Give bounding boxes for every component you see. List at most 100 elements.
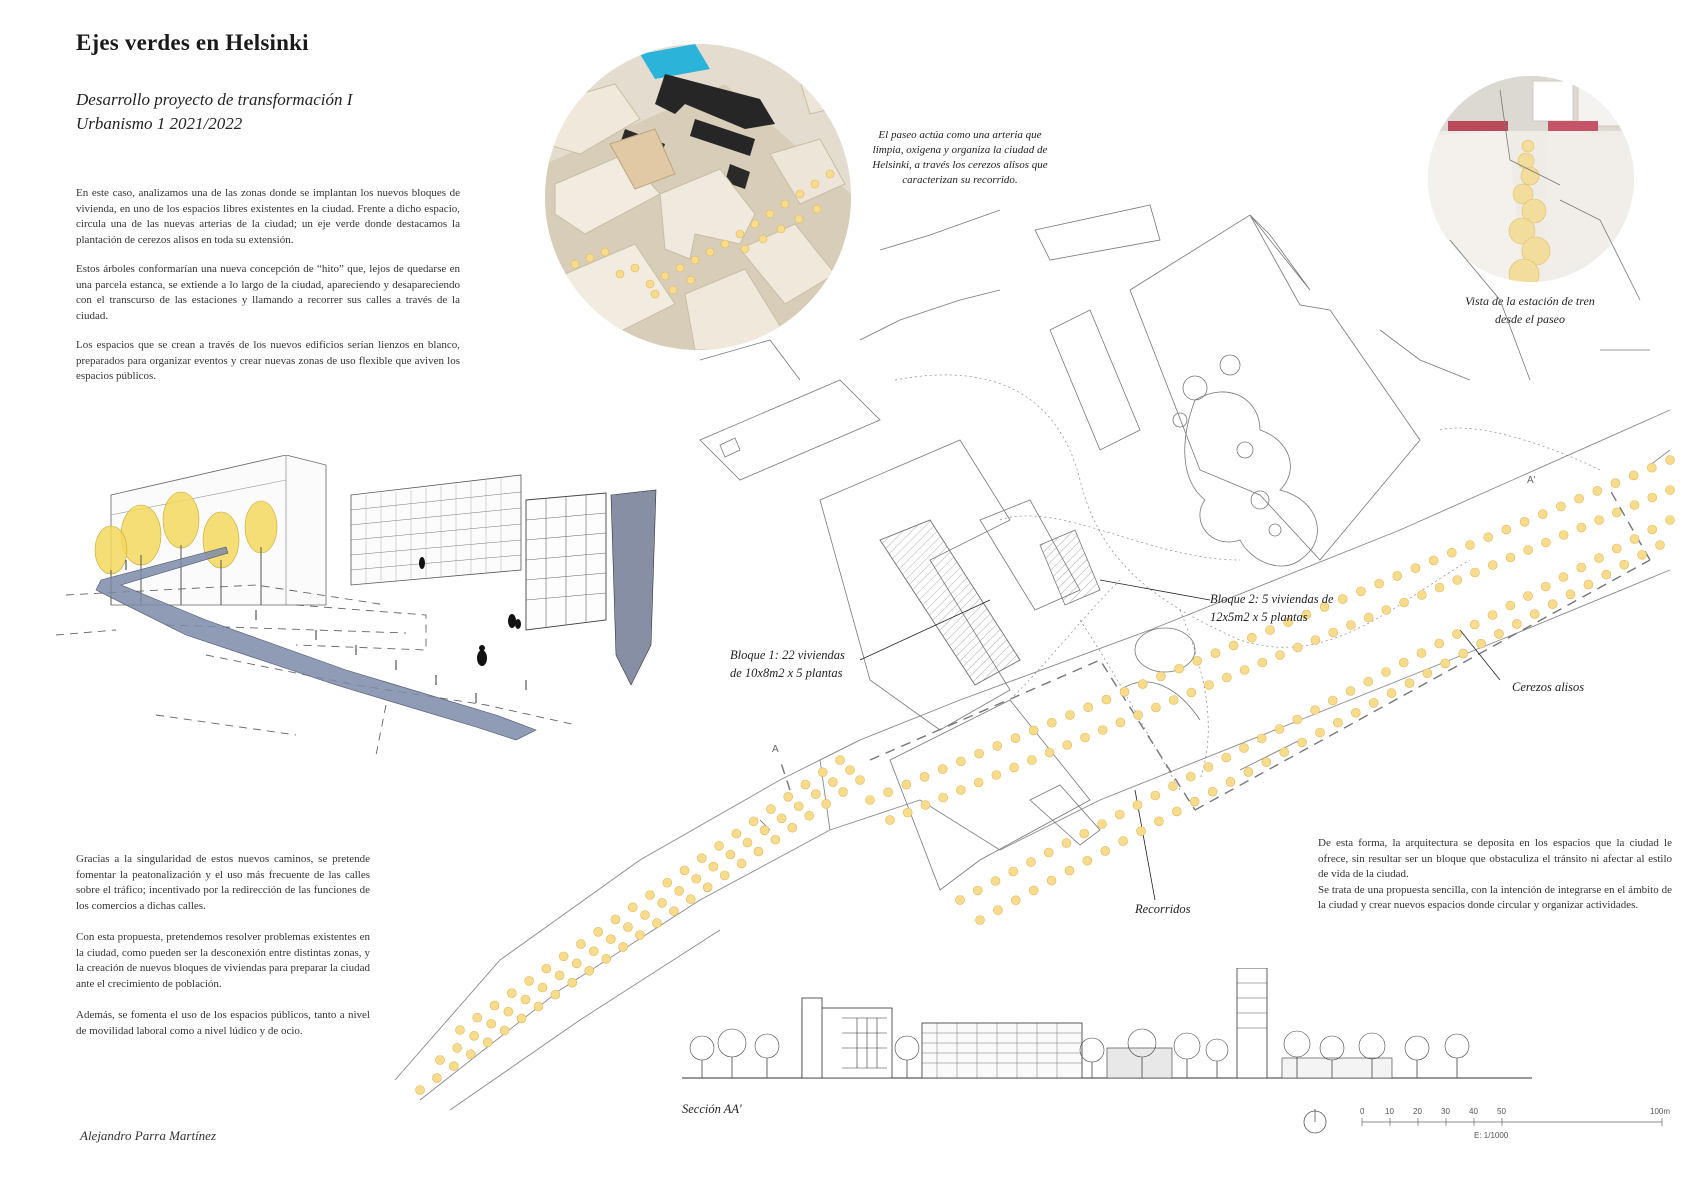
cherry-tree	[1047, 717, 1057, 728]
cherry-tree	[489, 1000, 500, 1011]
cherry-tree	[731, 828, 742, 839]
cherry-tree	[472, 1012, 483, 1023]
cherry-tree	[1100, 846, 1111, 856]
cherry-tree	[1301, 609, 1312, 620]
cherry-tree	[1592, 486, 1603, 496]
cherry-tree	[1594, 515, 1604, 525]
cherry-tree	[1665, 455, 1675, 465]
site-plan-drawing	[394, 89, 1675, 1111]
cherry-tree	[1114, 809, 1125, 820]
promenade-quote: El paseo actúa como una arteria que limp…	[872, 129, 1048, 186]
cherry-tree	[1512, 619, 1522, 629]
cherry-tree	[1458, 648, 1468, 659]
cherry-tree	[524, 976, 534, 986]
cherry-tree	[1558, 572, 1569, 582]
station-caption-line-2: desde el paseo	[1495, 312, 1565, 326]
cherry-tree	[618, 942, 628, 952]
cherry-tree	[1452, 575, 1463, 585]
cherry-tree	[486, 1018, 497, 1029]
cherry-tree	[1210, 648, 1221, 658]
cherry-tree	[635, 930, 645, 940]
cherry-tree	[1279, 747, 1290, 758]
cherry-tree	[828, 777, 838, 787]
cherry-tree	[955, 895, 965, 905]
cherry-tree	[937, 764, 948, 774]
cherry-tree	[685, 894, 696, 905]
cherry-tree	[1601, 569, 1612, 580]
cherry-tree	[1529, 609, 1540, 619]
cherry-tree	[1540, 581, 1551, 592]
cherry-tree	[1097, 819, 1107, 829]
cherry-tree	[1487, 610, 1498, 620]
cherry-tree	[748, 816, 759, 827]
cherry-tree	[1494, 629, 1504, 639]
cherry-tree	[1476, 638, 1486, 649]
cherry-tree	[1265, 625, 1275, 635]
cherry-tree	[1062, 740, 1073, 750]
scale-tick: 50	[1497, 1107, 1506, 1116]
cherry-tree	[1185, 771, 1196, 782]
cherry-tree	[584, 965, 595, 976]
cherry-tree	[770, 834, 781, 845]
cherry-tree	[1381, 667, 1391, 677]
scale-tick: 100m	[1650, 1107, 1670, 1116]
cherry-tree	[992, 741, 1003, 751]
cherry-tree	[1440, 658, 1451, 669]
cherry-tree	[1501, 524, 1512, 535]
cherry-tree	[503, 1006, 514, 1017]
cherry-tree	[541, 963, 552, 974]
cherry-tree	[697, 853, 707, 863]
cherry-tree	[919, 772, 930, 782]
cherry-tree	[1328, 627, 1338, 638]
cherry-tree	[1333, 717, 1343, 728]
model-photo	[545, 44, 851, 350]
cherry-tree	[1274, 724, 1285, 734]
cherry-tree	[1115, 717, 1126, 728]
label-block-2: Bloque 2: 5 viviendas de 12x5m2 x 5 plan…	[1210, 590, 1334, 626]
model-water	[640, 44, 710, 79]
cherry-tree	[1203, 762, 1214, 772]
label-cherry-trees: Cerezos alisos	[1512, 680, 1585, 694]
cherry-tree	[537, 982, 548, 993]
cherry-tree	[1168, 781, 1178, 791]
cherry-tree	[1416, 648, 1427, 658]
cherry-tree	[975, 915, 985, 925]
cherry-tree	[1256, 733, 1267, 744]
cherry-tree	[1346, 620, 1356, 630]
cherry-tree	[1028, 725, 1039, 736]
plan-block-1	[879, 519, 1021, 686]
cherry-tree	[652, 918, 662, 928]
cherry-tree	[662, 877, 673, 888]
cherry-tree	[1647, 492, 1658, 503]
cherry-tree	[1647, 462, 1657, 473]
model-tree-strip	[570, 169, 835, 299]
plan-block-2	[1039, 529, 1101, 606]
scale-bar-svg: 0 10 20 30 40 50 100m E: 1/1000	[1303, 1107, 1670, 1140]
cherry-tree	[1008, 866, 1019, 877]
cherry-tree	[1327, 695, 1338, 706]
cherry-tree	[1629, 500, 1640, 510]
cherry-tree	[1519, 517, 1530, 527]
cherry-tree	[1283, 617, 1293, 628]
section-drawing	[682, 967, 1532, 1084]
plan-route-lines	[779, 489, 1651, 811]
cherry-tree	[1465, 540, 1475, 550]
cherry-tree	[1044, 747, 1055, 758]
cherry-tree	[627, 902, 638, 913]
cherry-tree	[902, 807, 913, 818]
label-routes: Recorridos	[1135, 902, 1191, 916]
cherry-tree	[845, 765, 855, 775]
scale-tick: 40	[1469, 1107, 1478, 1116]
intro-paragraph-2: Estos árboles conformarían una nueva con…	[76, 263, 460, 322]
cherry-tree	[1350, 707, 1361, 718]
scale-bar: 0 10 20 30 40 50 100m E: 1/1000	[1302, 1104, 1674, 1144]
cherry-tree	[759, 825, 770, 836]
cherry-tree	[1028, 885, 1039, 896]
scale-tick: 20	[1413, 1107, 1422, 1116]
cherry-tree	[783, 792, 793, 802]
cherry-tree	[567, 977, 578, 988]
cherry-tree	[1417, 590, 1427, 600]
cherry-tree	[956, 756, 966, 767]
cherry-tree	[499, 1025, 510, 1036]
cherry-tree	[1523, 545, 1533, 555]
